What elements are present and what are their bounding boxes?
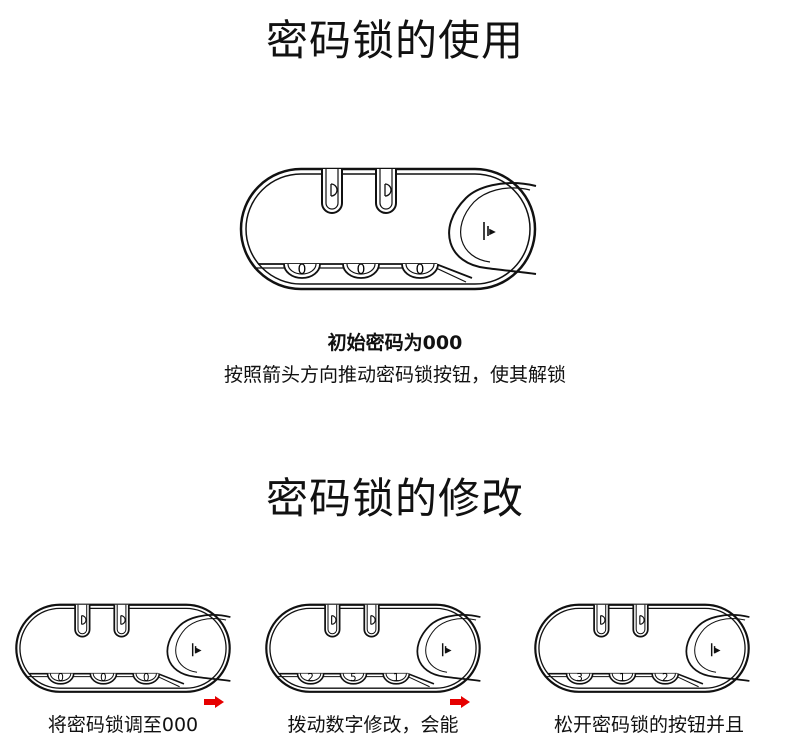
section-title-modify: 密码锁的修改 xyxy=(265,474,524,523)
dial-digit: 0 xyxy=(100,673,106,684)
section-title-usage: 密码锁的使用 xyxy=(265,16,524,65)
dial-digit: 5 xyxy=(350,673,356,684)
arrow-right-icon xyxy=(204,693,224,712)
step-caption-3: 松开密码锁的按钮并且 xyxy=(553,714,744,736)
dial-digit: 2 xyxy=(307,673,313,684)
lock-icon: 0 0 0 xyxy=(15,603,231,693)
dial-digit: 1 xyxy=(619,673,625,684)
dial-digit: 0 xyxy=(298,262,307,278)
lock-icon: 3 1 2 xyxy=(534,603,750,693)
lock-icon: 2 5 1 xyxy=(265,603,481,693)
combination-lock-step-1: 0 0 0 xyxy=(14,603,232,694)
combination-lock-main: 0 0 0 xyxy=(239,167,537,292)
dial-digit: 2 xyxy=(662,673,668,684)
step-caption-2: 拨动数字修改，会能 xyxy=(287,714,459,736)
arrow-right-icon xyxy=(450,693,470,712)
dial-digit: 0 xyxy=(357,262,366,278)
dial-digit: 1 xyxy=(393,673,399,684)
combination-lock-step-2: 2 5 1 xyxy=(264,603,482,694)
initial-password-label: 初始密码为000 xyxy=(327,332,463,354)
dial-digit: 0 xyxy=(416,262,425,278)
combination-lock-step-3: 3 1 2 xyxy=(534,603,750,694)
step-caption-1: 将密码锁调至000 xyxy=(47,714,199,736)
dial-digit: 3 xyxy=(576,673,582,684)
unlock-instruction: 按照箭头方向推动密码锁按钮，使其解锁 xyxy=(223,364,566,386)
dial-digit: 0 xyxy=(143,673,149,684)
dial-digit: 0 xyxy=(57,673,63,684)
lock-icon: 0 0 0 xyxy=(239,167,537,291)
